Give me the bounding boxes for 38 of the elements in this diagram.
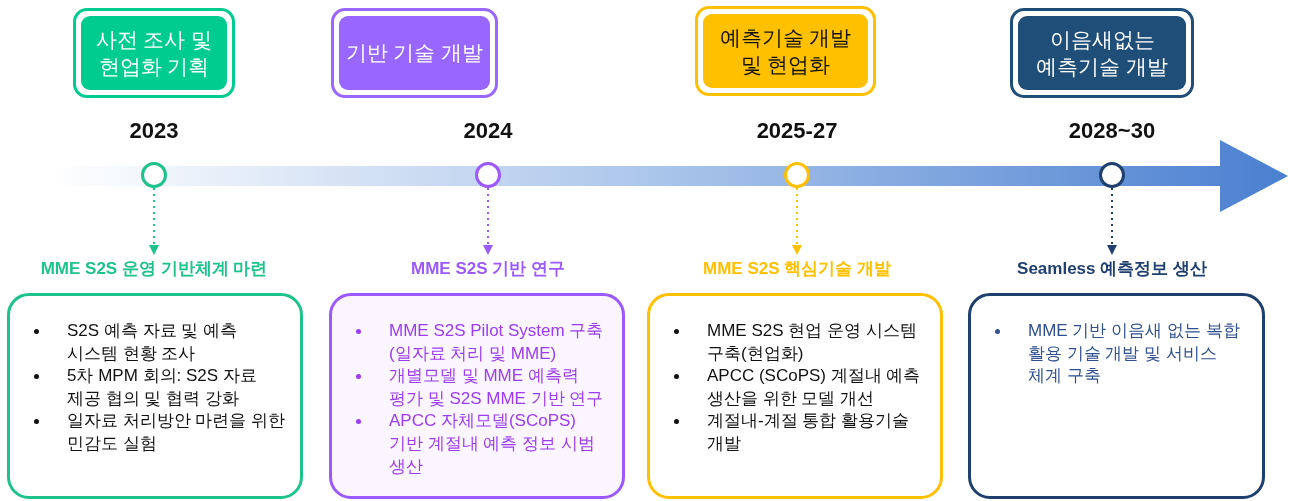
year-label: 2023 — [129, 118, 179, 144]
phase-subtitle: Seamless 예측정보 생산 — [1017, 257, 1207, 280]
dotted-arrow — [1107, 187, 1117, 255]
bullet-item: 개별모델 및 MME 예측력 평가 및 S2S MME 기반 연구 — [389, 365, 605, 410]
phase-heading-frame — [331, 8, 498, 98]
task-card — [7, 293, 303, 499]
bullet-item: 5차 MPM 회의: S2S 자료 제공 협의 및 협력 강화 — [67, 365, 258, 410]
phase-heading: 기반 기술 개발 — [339, 16, 490, 90]
bullet-item: MME 기반 이음새 없는 복합 활용 기술 개발 및 서비스 체계 구축 — [1028, 320, 1241, 388]
phase-heading-frame — [73, 8, 235, 98]
timeline-marker — [141, 162, 167, 188]
phase-subtitle: MME S2S 핵심기술 개발 — [703, 257, 891, 280]
phase-subtitle: MME S2S 기반 연구 — [411, 257, 565, 280]
task-card — [647, 293, 943, 499]
bullet-item: 계절내-계절 통합 활용기술 개발 — [707, 410, 911, 456]
task-card — [968, 293, 1265, 499]
phase-heading: 이음새없는 예측기술 개발 — [1018, 16, 1186, 90]
timeline-marker — [784, 162, 810, 188]
phase-subtitle: MME S2S 운영 기반체계 마련 — [40, 257, 268, 280]
bullet-item: APCC (SCoPS) 계절내 예측 생산을 위한 모델 개선 — [707, 365, 922, 410]
task-card — [329, 293, 625, 499]
phase-heading-frame — [1010, 8, 1194, 98]
year-label: 2024 — [463, 118, 513, 144]
phase-heading: 예측기술 개발 및 현업화 — [703, 14, 868, 88]
dotted-arrow — [792, 187, 802, 255]
bullet-item: 일자료 처리방안 마련을 위한 민감도 실험 — [67, 410, 286, 456]
timeline-marker — [475, 162, 501, 188]
year-label: 2025-27 — [756, 118, 838, 144]
year-label: 2028~30 — [1068, 118, 1156, 144]
dotted-arrow — [483, 187, 493, 255]
bullet-item: MME S2S 현업 운영 시스템 구축(현업화) — [707, 320, 918, 365]
phase-heading-frame — [695, 6, 876, 96]
bullet-item: S2S 예측 자료 및 예측 시스템 현황 조사 — [67, 320, 239, 365]
dotted-arrow — [149, 187, 159, 255]
phase-heading: 사전 조사 및 현업화 기획 — [81, 16, 227, 90]
bullet-item: MME S2S Pilot System 구축 (일자료 처리 및 MME) — [389, 320, 605, 365]
bullet-item: APCC 자체모델(SCoPS) 기반 계절내 예측 정보 시범 생산 — [389, 410, 596, 478]
timeline-marker — [1099, 162, 1125, 188]
